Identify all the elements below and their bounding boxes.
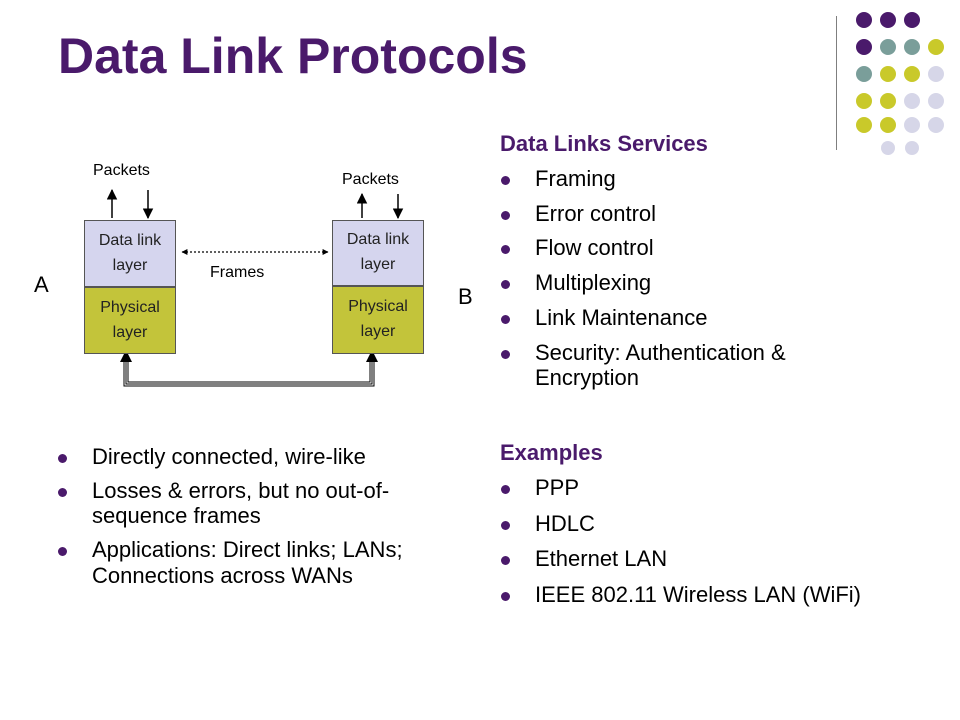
decorative-dot (856, 93, 872, 109)
list-item: Security: Authentication & Encryption (501, 340, 865, 391)
physical-link (123, 356, 375, 387)
list-item: IEEE 802.11 Wireless LAN (WiFi) (501, 582, 865, 608)
examples-list: PPP HDLC Ethernet LAN IEEE 802.11 Wirele… (501, 475, 865, 608)
list-item: Applications: Direct links; LANs; Connec… (58, 537, 472, 588)
decorative-dot (881, 141, 895, 155)
list-item: Ethernet LAN (501, 546, 865, 572)
services-list: Framing Error control Flow control Multi… (501, 166, 865, 391)
right-packets-label: Packets (342, 171, 399, 188)
services-heading: Data Links Services (500, 131, 708, 156)
bullet-icon (501, 245, 510, 255)
examples-heading: Examples (500, 440, 603, 465)
right-link-arrowhead (366, 350, 378, 362)
list-item: Directly connected, wire-like (58, 444, 472, 470)
bullet-icon (501, 210, 510, 220)
connection-properties-list: Directly connected, wire-like Losses & e… (58, 444, 472, 589)
decorative-dot (856, 117, 872, 133)
decorative-dot (904, 66, 920, 82)
list-item: Link Maintenance (501, 305, 865, 331)
bullet-icon (58, 487, 67, 497)
bullet-icon (501, 592, 510, 602)
list-item: Flow control (501, 235, 865, 261)
decorative-dot (880, 117, 896, 133)
decorative-dot (904, 117, 920, 133)
decorative-dot (928, 39, 944, 55)
list-item: Error control (501, 201, 865, 227)
bullet-icon (501, 280, 510, 290)
decorative-dot (880, 93, 896, 109)
decorative-dot (856, 12, 872, 28)
list-item: Multiplexing (501, 270, 865, 296)
decorative-dot (928, 93, 944, 109)
decorative-dot (880, 39, 896, 55)
decorative-dot-grid (856, 12, 944, 155)
bullet-icon (501, 485, 510, 494)
bullet-icon (501, 314, 510, 324)
decorative-dot (904, 12, 920, 28)
frames-label: Frames (210, 264, 265, 281)
list-item: Framing (501, 166, 865, 192)
diagram-connectors (106, 188, 404, 387)
decorative-dot (880, 66, 896, 82)
left-packets-label: Packets (93, 162, 150, 179)
bullet-icon (501, 556, 510, 566)
decorative-dot (905, 141, 919, 155)
bullet-icon (501, 520, 510, 530)
decorative-dot (856, 66, 872, 82)
decorative-dot (880, 12, 896, 28)
left-link-arrowhead (120, 350, 132, 362)
bullet-icon (58, 547, 67, 557)
decorative-divider-line (836, 16, 837, 150)
bullet-icon (501, 349, 510, 359)
bullet-icon (58, 454, 67, 463)
node-b-label: B (458, 284, 473, 309)
list-item: PPP (501, 475, 865, 501)
decorative-dot (904, 93, 920, 109)
decorative-dot (856, 39, 872, 55)
slide-title: Data Link Protocols (58, 28, 528, 84)
node-a-label: A (34, 272, 49, 297)
decorative-dot (928, 66, 944, 82)
bullet-icon (501, 176, 510, 185)
decorative-dot (904, 39, 920, 55)
list-item: HDLC (501, 511, 865, 537)
list-item: Losses & errors, but no out-of-sequence … (58, 478, 472, 529)
decorative-dot (928, 117, 944, 133)
